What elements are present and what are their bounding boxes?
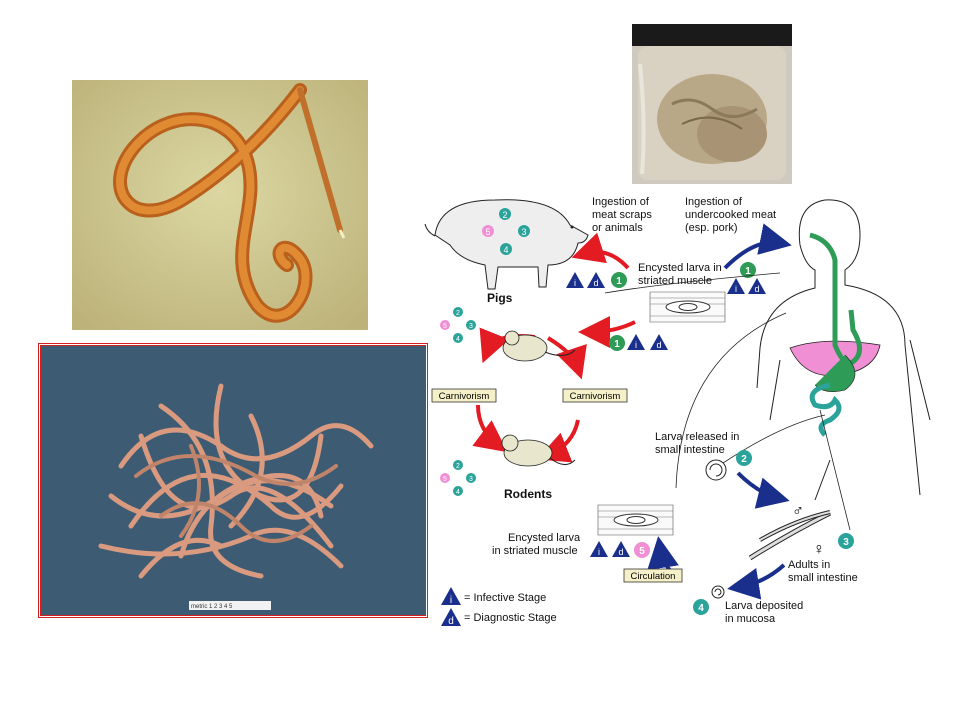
lower-rodent-stage-3: 3	[469, 476, 473, 483]
stage-4-marker	[693, 599, 709, 615]
rat-stage-1: 1	[614, 339, 620, 350]
stage-1-marker: 1	[616, 276, 622, 287]
deposited-larva-icon	[711, 585, 725, 599]
jar-specimen-photo	[632, 24, 792, 184]
pig-ingestion-stage-markers: i d 1	[566, 272, 627, 288]
lower-rodent-stage-cycle: 2 3 4 5	[440, 460, 476, 496]
ingest-undercooked-label: Ingestion of undercooked meat (esp. pork…	[685, 196, 779, 234]
bottom-stage-5: 5	[639, 546, 645, 557]
lower-rodent-stage-5: 5	[443, 476, 447, 483]
carnivorism-left-box: Carnivorism	[431, 388, 497, 403]
microscope-larva-photo	[72, 80, 368, 330]
encysted-larva-bottom-label: Encysted larva in striated muscle	[492, 532, 583, 557]
bottom-i-marker: i	[598, 547, 600, 557]
lower-rodent-illustration	[501, 434, 576, 467]
muscle-tissue-bottom	[597, 504, 674, 536]
circulation-label: Circulation	[631, 571, 676, 582]
bottom-d-marker: d	[618, 547, 623, 557]
rodents-label: Rodents	[504, 487, 552, 501]
male-symbol: ♂	[792, 503, 804, 520]
rat-d-marker: d	[656, 340, 661, 350]
trichinella-life-cycle-diagram: 2 3 4 5 Pigs Ingestion of meat scraps or…	[424, 196, 931, 627]
circulation-box: Circulation	[623, 568, 683, 583]
rat-i-marker: i	[635, 340, 637, 350]
legend-infective: = Infective Stage	[464, 592, 546, 604]
stage-2-label: 2	[741, 454, 747, 465]
upper-rodent-stage-5: 5	[443, 323, 447, 330]
muscle-tissue-top	[649, 291, 726, 323]
pig-stage-cycle: 2 3 4 5	[482, 208, 530, 255]
small-intestine-organ	[809, 382, 842, 437]
carnivorism-right-label: Carnivorism	[570, 391, 621, 402]
pig-stage-5: 5	[485, 227, 490, 237]
bottom-stage-markers: i d 5	[590, 541, 650, 558]
adult-worms-icon	[748, 510, 832, 561]
ruler-label: metric 1 2 3 4 5	[191, 604, 233, 610]
lower-rodent-stage-4: 4	[456, 489, 460, 496]
d-marker: d	[593, 278, 598, 288]
human-i-marker: i	[735, 284, 737, 294]
upper-rodent-stage-3: 3	[469, 323, 473, 330]
legend-i-icon: i	[450, 595, 452, 606]
released-larva-icon	[705, 459, 727, 481]
i-marker: i	[574, 278, 576, 288]
legend-d-icon: d	[448, 616, 454, 627]
legend-diagnostic: = Diagnostic Stage	[464, 612, 557, 624]
carnivorism-left-label: Carnivorism	[439, 391, 490, 402]
stage-3-marker	[838, 533, 854, 549]
pigs-label: Pigs	[487, 291, 513, 305]
stage-4-label: 4	[698, 603, 704, 614]
ingest-meat-scraps-label: Ingestion of meat scraps or animals	[592, 196, 655, 234]
upper-rodent-stage-cycle: 2 3 4 5	[440, 307, 476, 343]
stage-2-marker	[736, 450, 752, 466]
stage-3-label: 3	[843, 537, 849, 548]
pig-stage-4: 4	[503, 245, 508, 255]
pig-stage-3: 3	[521, 227, 526, 237]
female-symbol: ♀	[813, 541, 825, 558]
upper-rodent-stage-2: 2	[456, 310, 460, 317]
human-d-marker: d	[754, 284, 759, 294]
human-stage-1: 1	[745, 266, 751, 277]
larva-deposited-label: Larva deposited in mucosa	[725, 600, 806, 625]
lower-rodent-stage-2: 2	[456, 463, 460, 470]
legend: i = Infective Stage d = Diagnostic Stage	[441, 587, 557, 627]
pig-stage-2: 2	[502, 210, 507, 220]
human-ingestion-stage-markers: 1 i d	[727, 262, 766, 294]
encysted-larva-top-label: Encysted larva in striated muscle	[638, 262, 725, 287]
carnivorism-right-box: Carnivorism	[562, 388, 628, 403]
rat-ingestion-stage-markers: 1 i d	[609, 334, 668, 351]
human-outline	[756, 199, 931, 501]
upper-rodent-illustration	[502, 330, 576, 362]
adults-label: Adults in small intestine	[788, 559, 858, 584]
upper-rodent-stage-4: 4	[456, 336, 460, 343]
worm-mass-photo: metric 1 2 3 4 5	[38, 343, 428, 618]
larva-released-label: Larva released in small intestine	[655, 431, 742, 456]
